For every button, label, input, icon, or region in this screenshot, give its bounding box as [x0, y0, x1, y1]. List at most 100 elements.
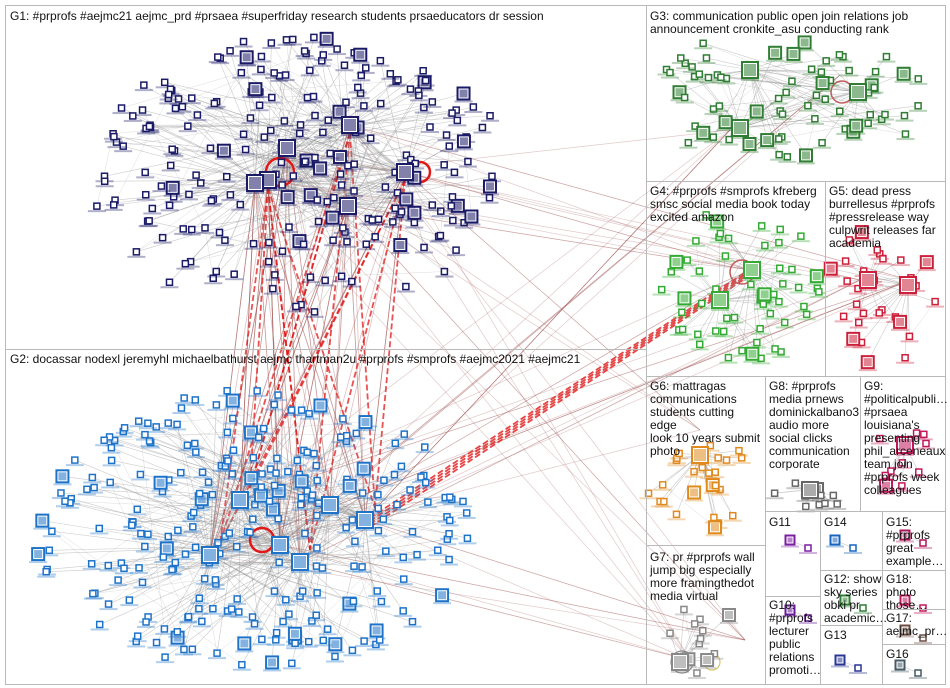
g1-node: [148, 204, 157, 213]
g5-node: [841, 257, 850, 265]
node-label-mark: [131, 478, 150, 481]
g1-edge: [286, 147, 319, 222]
g2-edge: [209, 474, 395, 556]
node-label-mark: [861, 118, 880, 121]
node-label-mark: [896, 605, 914, 608]
g2-edge: [364, 519, 381, 641]
g2-edge: [156, 499, 241, 643]
g4-node: [694, 330, 702, 339]
node-label-mark: [225, 278, 244, 281]
node-label-mark: [914, 547, 932, 549]
node-label-mark: [458, 542, 477, 545]
g2-node: [273, 454, 281, 463]
g2-edge: [227, 432, 317, 616]
node-label-mark: [311, 175, 330, 178]
group-label-g8: G8: #prprofs media prnews dominickalbano…: [769, 379, 860, 471]
g3-edge: [749, 69, 869, 124]
node-label-mark: [698, 667, 717, 670]
g2-node: [191, 543, 200, 552]
group-label-g5: G5: dead press burrellesus #prprofs #pre…: [829, 184, 936, 250]
g2-edge: [168, 479, 241, 501]
node-label-mark: [127, 645, 146, 648]
node-label-mark: [830, 58, 849, 61]
hub-edge: [219, 187, 269, 544]
g1-edge: [300, 171, 406, 305]
node-label-mark: [881, 475, 900, 478]
g1-edge: [254, 182, 270, 262]
node-label-mark: [676, 67, 695, 70]
node-label-mark: [896, 454, 914, 456]
g3-edge: [749, 69, 850, 71]
node-label-mark: [245, 627, 264, 630]
node-label-mark: [140, 224, 159, 227]
g1-edge: [349, 115, 491, 126]
g1-edge: [212, 120, 285, 279]
group-label-g7: G7: pr #prprofs wall jump big especially…: [650, 550, 755, 603]
node-image: [467, 212, 476, 221]
node-label-mark: [836, 265, 855, 268]
g2-node: [270, 400, 279, 409]
node-label-mark: [318, 205, 337, 208]
g1-edge: [349, 112, 453, 126]
g2-node: [399, 575, 408, 583]
g2-node: [288, 659, 296, 668]
g2-node: [142, 618, 150, 626]
g2-edge: [42, 520, 301, 563]
node-label-mark: [796, 162, 815, 165]
node-label-mark: [836, 605, 854, 608]
node-label-mark: [135, 550, 154, 553]
g1-edge: [168, 94, 406, 173]
g4-node: [756, 324, 764, 333]
node-label-mark: [231, 509, 249, 511]
node-label-mark: [388, 83, 407, 86]
node-label-mark: [262, 101, 281, 104]
g2-node: [358, 489, 367, 497]
g2-node: [301, 529, 309, 538]
cross-edge: [299, 279, 861, 563]
node-label-mark: [141, 446, 160, 449]
node-label-mark: [414, 74, 433, 77]
node-label-mark: [345, 168, 364, 171]
node-label-mark: [859, 289, 877, 291]
g1-node: [129, 112, 137, 120]
node-label-mark: [679, 146, 698, 149]
node-label-mark: [261, 473, 280, 476]
node-label-mark: [799, 622, 817, 624]
node-label-mark: [218, 436, 237, 439]
g4-node: [776, 225, 784, 234]
node-label-mark: [687, 677, 706, 680]
g1-edge: [267, 179, 458, 207]
g2-node: [265, 497, 274, 505]
g2-node: [279, 617, 287, 626]
g1-node: [350, 160, 358, 168]
g2-edge: [209, 554, 413, 622]
cross-edge: [254, 182, 691, 661]
g1-edge: [349, 124, 355, 191]
node-label-mark: [206, 587, 225, 590]
node-label-mark: [688, 338, 707, 341]
node-label-mark: [99, 608, 118, 611]
node-label-mark: [807, 99, 826, 102]
g1-edge: [210, 124, 351, 149]
node-label-mark: [442, 503, 461, 506]
g2-node: [374, 490, 382, 499]
node-label-mark: [662, 275, 681, 278]
node-label-mark: [307, 519, 326, 522]
inter-group-edge: [239, 179, 269, 501]
node-label-mark: [33, 527, 52, 530]
g2-node: [305, 409, 313, 418]
g3-node: [699, 39, 707, 48]
node-label-mark: [190, 497, 209, 500]
g2-edge: [164, 504, 331, 630]
g3-node: [775, 135, 783, 143]
g1-node: [181, 259, 190, 268]
g1-node: [239, 130, 248, 138]
node-label-mark: [95, 444, 114, 447]
g4-node: [702, 211, 710, 219]
g1-edge: [200, 182, 349, 207]
g2-node: [318, 564, 327, 572]
g4-node: [695, 340, 704, 349]
node-label-mark: [454, 100, 473, 103]
node-label-mark: [859, 127, 878, 130]
g1-edge: [191, 96, 314, 99]
